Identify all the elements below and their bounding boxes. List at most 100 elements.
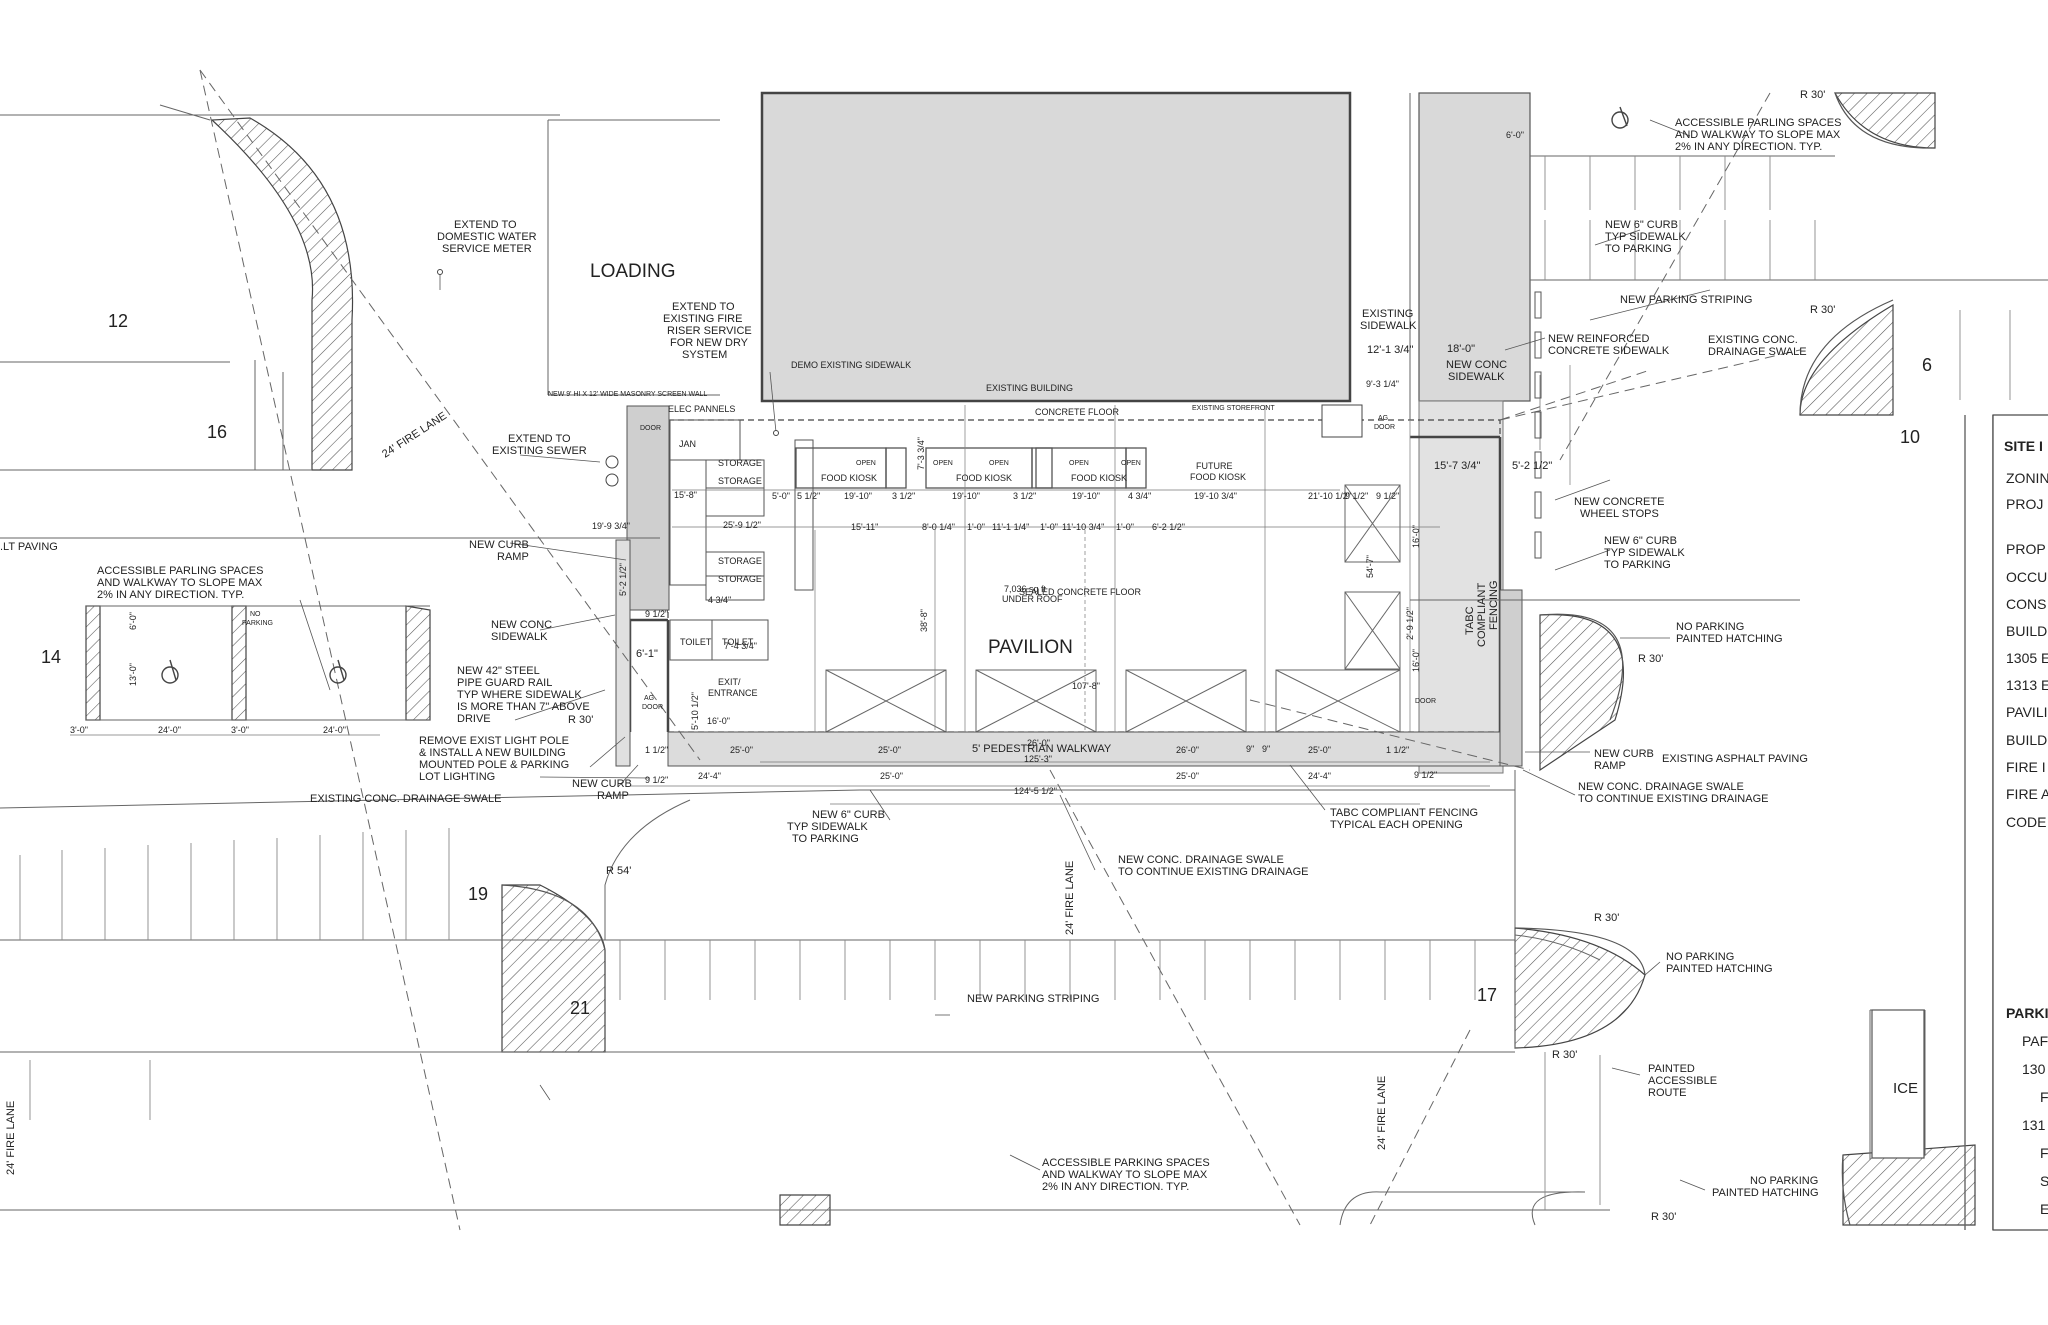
note-new-conc-sidewalk-r-2: SIDEWALK: [1448, 371, 1505, 383]
reinforced-sidewalk-lower: [1418, 400, 1504, 774]
note-no-parking-hatch-2: PAINTED HATCHING: [1676, 633, 1783, 645]
future-kiosk-label-2: FOOD KIOSK: [1190, 472, 1246, 482]
radius-labels: R 30' R 30' R 30' R 30' R 30' R 30' R 30…: [568, 89, 1835, 1223]
parking-info-row-5: F: [2040, 1145, 2048, 1161]
note-pipe-guard-4: IS MORE THAN 7" ABOVE: [457, 701, 590, 713]
note-pipe-guard-5: DRIVE: [457, 713, 491, 725]
hatch-right-6: [1799, 303, 1894, 416]
note-extend-fire-4: FOR NEW DRY: [670, 337, 749, 349]
dim-21-10: 21'-10 1/2": [1308, 491, 1351, 501]
tabc-vertical-3: FENCING: [1488, 581, 1500, 631]
dim-3-0-a: 3'-0": [70, 725, 88, 735]
parking-number-21: 21: [570, 998, 590, 1018]
note-painted-route-1: PAINTED: [1648, 1063, 1695, 1075]
note-new-conc-sidewalk-r-1: NEW CONC: [1446, 359, 1507, 371]
note-curb-ramp-r-2: RAMP: [1594, 760, 1626, 772]
dim-1-half-a: 1 1/2": [645, 745, 668, 755]
dim-1-0-c: 1'-0": [1116, 522, 1134, 532]
ag-door-label-4: DOOR: [1374, 424, 1395, 431]
dim-24-0-a: 24'-0": [158, 725, 181, 735]
site-info: SITE I ZONIN PROJ PROP OCCU CONS BUILD 1…: [2004, 438, 2048, 1217]
note-existing-drainage-r-1: EXISTING CONC.: [1708, 334, 1798, 346]
site-info-title: SITE I: [2004, 438, 2043, 454]
note-new-conc-sidewalk-2: SIDEWALK: [491, 631, 548, 643]
note-pipe-guard-1: NEW 42" STEEL: [457, 665, 540, 677]
note-no-parking-hatch-3a: NO PARKING: [1750, 1175, 1818, 1187]
note-new-6-curb-tr-3: TO PARKING: [1605, 243, 1672, 255]
dim-18-0: 18'-0": [1447, 343, 1475, 355]
exit-label-1: EXIT/: [718, 677, 741, 687]
masonry-screen-wall: [626, 405, 670, 611]
ice-label: ICE: [1893, 1080, 1918, 1097]
dim-11-10: 11'-10 3/4": [1062, 522, 1104, 532]
note-new-parking-striping: NEW PARKING STRIPING: [1620, 294, 1752, 306]
note-painted-route-3: ROUTE: [1648, 1087, 1687, 1099]
islands: [501, 92, 1936, 1226]
interior-grid: [814, 405, 1411, 732]
note-new-6-curb-r-3: TO PARKING: [1604, 559, 1671, 571]
note-curb-ramp-2b: RAMP: [597, 790, 629, 802]
site-info-row-7: 1305 E: [2006, 650, 2048, 666]
site-info-row-13: CODE: [2006, 814, 2046, 830]
open-label-2: OPEN: [933, 460, 953, 467]
dim-6-1: 6'-1": [636, 648, 658, 660]
site-info-row-8: 1313 E: [2006, 677, 2048, 693]
dim-26-0-a: 26'-0": [1027, 738, 1050, 748]
site-info-row-10: BUILD: [2006, 732, 2047, 748]
site-info-row-6: BUILD: [2006, 623, 2047, 639]
note-demo-sidewalk: DEMO EXISTING SIDEWALK: [791, 360, 911, 370]
dim-6-0-b: 6'-0": [1506, 130, 1524, 140]
toilet-label-1: TOILET: [680, 637, 712, 647]
dimension-labels: 19'-9 3/4" 25'-9 1/2" 15'-8" 5'-0" 5 1/2…: [70, 130, 1552, 796]
site-info-row-4: OCCU: [2006, 569, 2047, 585]
hatch-bottom-far-right: [1842, 1144, 1976, 1226]
note-accessible-tr-2: AND WALKWAY TO SLOPE MAX: [1675, 129, 1841, 141]
dim-25-0-c: 25'-0": [1308, 745, 1331, 755]
dim-25-0-d: 25'-0": [880, 771, 903, 781]
dim-15-11: 15'-11": [851, 522, 878, 532]
radius-r30-1: R 30': [1810, 304, 1835, 316]
parking-info-row-7: E: [2040, 1201, 2048, 1217]
reinforced-sidewalk-strip: [1418, 92, 1531, 402]
note-extend-sewer-2: EXISTING SEWER: [492, 445, 587, 457]
dim-54-7: 54'-7": [1365, 555, 1375, 578]
ice-box: [1871, 1009, 1925, 1159]
hatch-left-lot-a: [85, 605, 101, 721]
dim-13-0: 13'-0": [128, 663, 138, 686]
dim-19-10-3q: 19'-10 3/4": [1194, 491, 1237, 501]
open-label-3: OPEN: [989, 460, 1009, 467]
parking-info-row-6: S: [2040, 1173, 2048, 1189]
dim-6-2: 6'-2 1/2": [1152, 522, 1185, 532]
dim-5-2-vert: 5'-2 1/2": [618, 563, 628, 596]
note-new-6-curb-1: NEW 6" CURB: [812, 809, 885, 821]
dim-9-half-a: 9 1/2": [1376, 491, 1399, 501]
dim-24-0-b: 24'-0": [323, 725, 346, 735]
dim-4-3q-b: 4 3/4": [708, 595, 731, 605]
hatch-top-right: [1833, 92, 1936, 149]
radius-r30-7: R 30': [1651, 1211, 1676, 1223]
dim-2-9: 2'-9 1/2": [1405, 607, 1415, 640]
note-existing-sidewalk-1: EXISTING: [1362, 308, 1413, 320]
room-labels: LOADING PAVILION STORAGE STORAGE STORAGE…: [590, 261, 1918, 1097]
parking-info-row-2: 130: [2022, 1061, 2046, 1077]
radius-r30-6: R 30': [1552, 1049, 1577, 1061]
dim-7-3: 7'-3 3/4": [916, 437, 926, 470]
storage-label-3: STORAGE: [718, 556, 762, 566]
parking-number-14: 14: [41, 647, 61, 667]
note-painted-route-2: ACCESSIBLE: [1648, 1075, 1717, 1087]
parking-info-row-4: 131: [2022, 1117, 2046, 1133]
dim-5-half: 5 1/2": [797, 491, 820, 501]
parking-info-row-1: PAF: [2022, 1033, 2048, 1049]
storage-label-2: STORAGE: [718, 476, 762, 486]
dim-16-0-c: 16'-0": [1411, 649, 1421, 672]
note-extend-fire-5: SYSTEM: [682, 349, 727, 361]
ag-door-label-1: AG: [644, 695, 654, 702]
storage-label-1: STORAGE: [718, 458, 762, 468]
note-new-6-curb-3: TO PARKING: [792, 833, 859, 845]
note-no-parking-small-1: NO: [250, 611, 261, 618]
site-info-row-9: PAVILI: [2006, 704, 2048, 720]
hatch-left-lot-c: [405, 605, 431, 721]
note-pipe-guard-2: PIPE GUARD RAIL: [457, 677, 552, 689]
note-masonry-wall: NEW 9' HI X 12' WIDE MASONRY SCREEN WALL: [548, 391, 707, 398]
dim-5-0: 5'-0": [772, 491, 790, 501]
